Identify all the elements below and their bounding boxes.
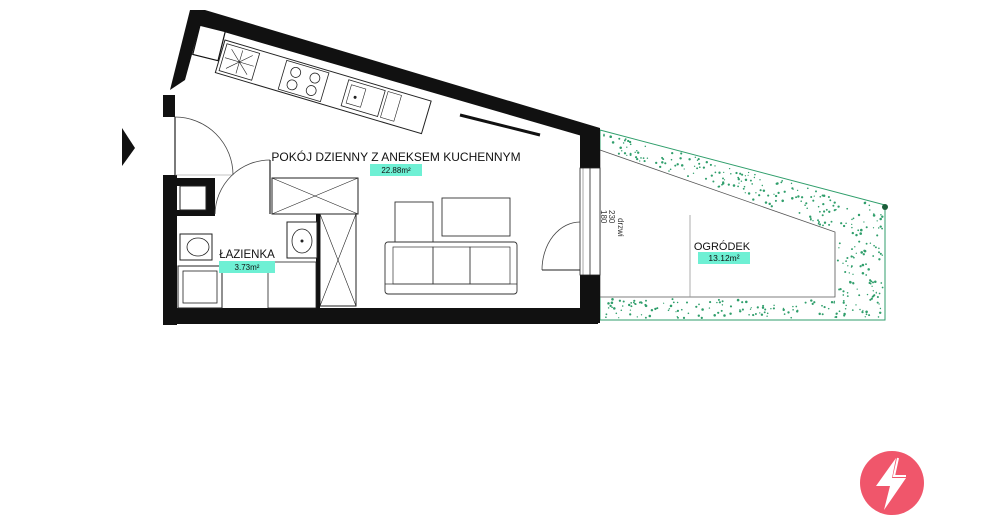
garden-name: OGRÓDEK (694, 240, 751, 253)
entrance-door (174, 116, 234, 176)
living-room-furniture (384, 197, 518, 295)
living-room-name: POKÓJ DZIENNY Z ANEKSEM KUCHENNYM (271, 149, 520, 164)
garden-door (541, 167, 601, 276)
exterior-walls (163, 10, 600, 325)
bathroom-fixtures (177, 185, 318, 309)
living-room-area-tag (370, 164, 422, 176)
bathroom-name: ŁAZIENKA (219, 249, 275, 261)
bathroom-area: 3.73m² (235, 263, 260, 272)
wardrobe (271, 177, 359, 307)
garden-area (599, 129, 888, 321)
bathroom-door (214, 159, 271, 215)
door-note: drzwi (616, 218, 625, 237)
kitchen-counter (214, 39, 432, 135)
window-sill-note: 180 (599, 210, 608, 224)
partition-wall (316, 214, 320, 308)
entrance-arrow-icon (122, 128, 135, 166)
living-room-area: 22.88m² (381, 166, 411, 175)
shaft (192, 24, 226, 62)
bathroom-area-tag (219, 261, 275, 273)
garden-area-tag (698, 252, 750, 264)
window-height-note: 230 (607, 210, 616, 224)
lightning-logo-icon (860, 451, 924, 515)
garden-area: 13.12m² (708, 253, 739, 263)
wall-shelf (459, 113, 541, 137)
